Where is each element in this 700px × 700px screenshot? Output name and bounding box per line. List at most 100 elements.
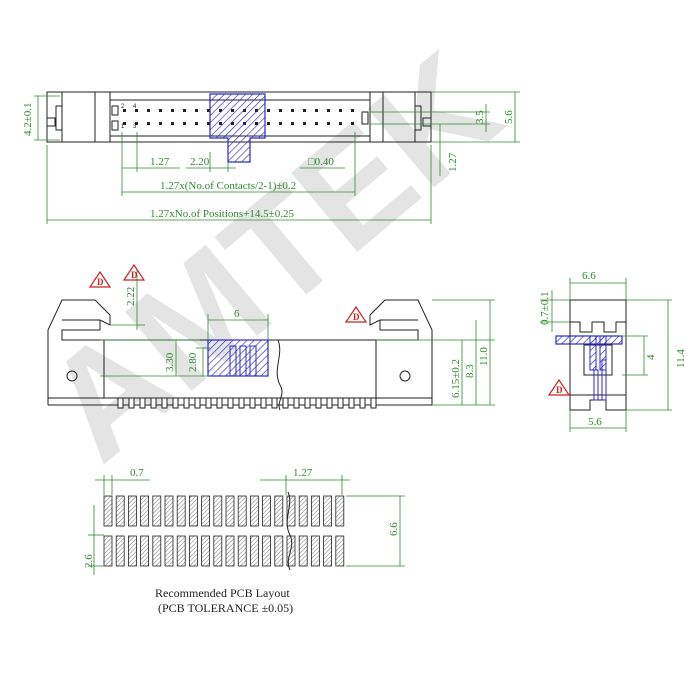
front-pin (260, 397, 267, 409)
front-view-dimensions (100, 270, 495, 406)
dim-2-80: 2.80 (187, 352, 199, 372)
pcb-pad-row-top (103, 495, 345, 527)
dim-side-5-6: 5.6 (588, 416, 602, 428)
front-pin (183, 397, 190, 409)
top-view-dimension-labels: 4.2±0.1 1.27 2.20 □0.40 1.27x(No.of Cont… (22, 102, 515, 220)
pin-label-1: 1 (121, 124, 125, 130)
top-pin (291, 122, 294, 125)
dim-6: 6 (234, 308, 240, 320)
front-pin (304, 397, 311, 409)
pcb-pad (103, 535, 113, 567)
dim-positions-formula: 1.27xNo.of Positions+14.5±0.25 (150, 208, 294, 220)
warning-mark-1-text: D (97, 277, 104, 287)
pcb-pad (152, 535, 162, 567)
warning-mark-3: D (344, 305, 368, 323)
front-pin (348, 397, 355, 409)
top-pin (303, 122, 306, 125)
top-pin (159, 122, 162, 125)
pin-label-2: 2 (121, 104, 125, 110)
top-pin (351, 122, 354, 125)
pcb-pad (176, 535, 186, 567)
top-pin (183, 109, 186, 112)
pcb-pad (323, 495, 333, 527)
top-pin (195, 109, 198, 112)
pcb-pad (286, 535, 296, 567)
pin-label-4: 4 (133, 104, 137, 110)
pcb-pad (274, 495, 284, 527)
pcb-pad (176, 495, 186, 527)
pcb-pad-row-bottom (103, 535, 345, 567)
top-pin-labels: 2 1 4 3 (121, 104, 137, 130)
top-pin (207, 122, 210, 125)
pcb-pad (262, 535, 272, 567)
warning-mark-4: D (547, 378, 571, 396)
pcb-pad (188, 535, 198, 567)
front-pin (194, 397, 201, 409)
pcb-pad (140, 495, 150, 527)
front-view-dimension-labels: 2.22 6 3.30 2.80 6.15±0.2 8.3 11.0 (125, 287, 490, 398)
pcb-pad (237, 535, 247, 567)
top-pin (147, 122, 150, 125)
dim-8-3: 8.3 (464, 364, 476, 378)
dim-height-4-2: 4.2±0.1 (22, 102, 34, 136)
front-pin (117, 397, 124, 409)
front-pin (238, 397, 245, 409)
front-pin (150, 397, 157, 409)
side-view-key (555, 335, 623, 401)
top-pin (135, 109, 138, 112)
pcb-pad (213, 535, 223, 567)
pcb-pad (127, 495, 137, 527)
front-pin (172, 397, 179, 409)
top-pin (267, 109, 270, 112)
top-pin (303, 109, 306, 112)
warning-mark-4-text: D (556, 385, 563, 395)
pcb-pad (249, 495, 259, 527)
pcb-dimension-labels: 0.7 1.27 6.6 2.6 (83, 467, 400, 568)
pcb-pad (225, 535, 235, 567)
dim-side-6-6: 6.6 (582, 270, 596, 282)
front-pin (370, 397, 377, 409)
top-pin-row-2 (123, 122, 354, 125)
pcb-pad (140, 535, 150, 567)
dim-side-0-7: 0.7±0.1 (539, 291, 551, 325)
side-view-dimension-labels: 6.6 0.7±0.1 4 11.4 5.6 (539, 270, 687, 428)
dim-pcb-6-6: 6.6 (388, 522, 400, 536)
dim-pin-square: □0.40 (308, 156, 334, 168)
pcb-pad (225, 495, 235, 527)
pin-label-3: 3 (133, 124, 137, 130)
top-pin (171, 109, 174, 112)
pcb-pad (323, 535, 333, 567)
pcb-caption-tolerance: (PCB TOLERANCE ±0.05) (158, 601, 293, 615)
polarization-key (209, 93, 266, 163)
watermark-text: AMTEK (13, 20, 530, 491)
pcb-break-line (286, 491, 293, 571)
pcb-pad (152, 495, 162, 527)
top-pin (183, 122, 186, 125)
pcb-pad (335, 535, 345, 567)
dim-2-22: 2.22 (125, 287, 137, 306)
front-pin (271, 397, 278, 409)
dim-side-11-4: 11.4 (675, 349, 687, 368)
pcb-pad (310, 535, 320, 567)
pcb-pad (310, 495, 320, 527)
pcb-pad (237, 495, 247, 527)
dim-5-6: 5.6 (503, 110, 515, 124)
dim-pcb-1-27: 1.27 (293, 467, 313, 479)
pcb-pad (115, 495, 125, 527)
pcb-pad (335, 495, 345, 527)
pcb-pad (188, 495, 198, 527)
pcb-pad (249, 535, 259, 567)
warning-mark-2-text: D (131, 270, 138, 280)
pcb-dimensions (88, 475, 405, 575)
front-pin (359, 397, 366, 409)
front-pin (249, 397, 256, 409)
dim-pcb-2-6: 2.6 (83, 554, 95, 568)
dim-pcb-0-7: 0.7 (130, 467, 144, 479)
pcb-pad (262, 495, 272, 527)
front-pin (326, 397, 333, 409)
top-pin (147, 109, 150, 112)
pcb-pad (164, 535, 174, 567)
warning-mark-3-text: D (353, 312, 360, 322)
top-view-dimensions (34, 91, 520, 224)
